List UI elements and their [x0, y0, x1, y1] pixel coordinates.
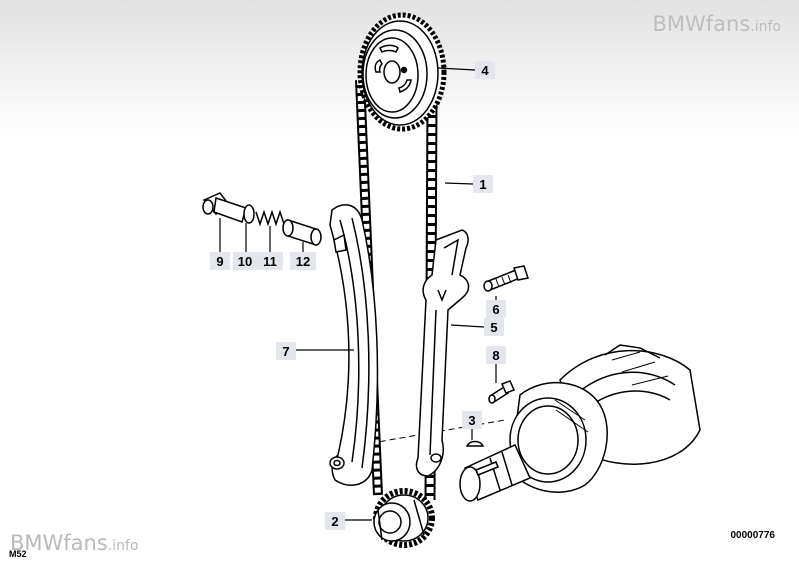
- callout-9: 9: [210, 252, 230, 270]
- callout-1: 1: [473, 175, 493, 193]
- watermark-top-brand: BMWfans: [652, 12, 751, 36]
- watermark-top: BMWfans.info: [652, 12, 781, 36]
- camshaft-sprocket: [357, 12, 447, 132]
- watermark-bottom-brand: BMWfans: [10, 531, 108, 555]
- bolt-8: [488, 380, 516, 404]
- drawing-number: 00000776: [730, 530, 776, 541]
- svg-text:1: 1: [479, 177, 486, 192]
- callout-3: 3: [462, 411, 482, 429]
- svg-text:5: 5: [490, 320, 497, 335]
- callout-10: 10: [233, 252, 258, 270]
- callout-11: 11: [258, 252, 283, 270]
- callout-2: 2: [325, 512, 345, 530]
- chain-guide-rail: [329, 204, 379, 486]
- watermark-bottom: BMWfans.info: [10, 531, 139, 555]
- woodruff-key-3: [465, 440, 485, 447]
- svg-text:4: 4: [481, 63, 489, 78]
- callouts: 4 1 9 10 11 12 6 5: [210, 61, 506, 530]
- svg-text:3: 3: [468, 413, 475, 428]
- callout-12: 12: [290, 252, 316, 270]
- svg-text:10: 10: [238, 254, 252, 269]
- svg-text:12: 12: [296, 254, 310, 269]
- bolt-6: [483, 265, 529, 292]
- svg-text:2: 2: [331, 514, 338, 529]
- svg-text:9: 9: [216, 254, 223, 269]
- engine-code: M52: [9, 549, 27, 559]
- crankshaft: [459, 344, 701, 502]
- leader-lines: [219, 67, 497, 521]
- svg-text:6: 6: [492, 302, 499, 317]
- callout-7: 7: [276, 342, 296, 360]
- watermark-bottom-suffix: .info: [107, 538, 139, 554]
- tensioner-assembly: [202, 192, 322, 247]
- callout-6: 6: [486, 300, 506, 318]
- svg-text:8: 8: [492, 348, 499, 363]
- svg-text:11: 11: [263, 254, 277, 269]
- svg-text:7: 7: [282, 344, 289, 359]
- callout-4: 4: [475, 61, 495, 79]
- callout-5: 5: [484, 318, 504, 336]
- callout-8: 8: [486, 346, 506, 364]
- watermark-top-suffix: .info: [750, 19, 781, 35]
- tensioner-rail: [415, 229, 470, 477]
- crankshaft-sprocket: [373, 488, 435, 548]
